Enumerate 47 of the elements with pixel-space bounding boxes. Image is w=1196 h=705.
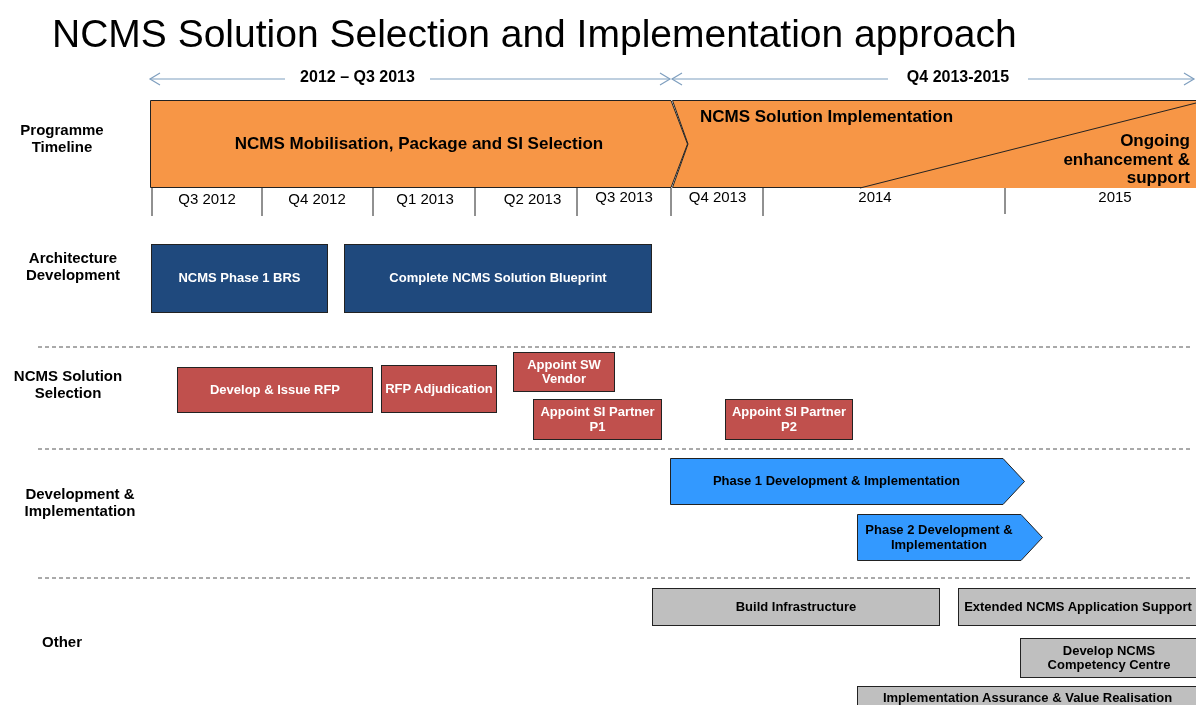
bar-label: NCMS Phase 1 BRS	[177, 271, 302, 286]
task-bar	[344, 244, 652, 313]
task-bar	[857, 686, 1196, 705]
task-bar	[533, 399, 662, 440]
bar-label: Ongoing enhancement & support	[1062, 131, 1190, 188]
arrow-bar	[857, 514, 1043, 561]
span-label: Q4 2013-2015	[888, 68, 1028, 87]
quarter-label: Q3 2013	[594, 188, 654, 206]
task-bar	[652, 588, 940, 626]
task-bar	[381, 365, 497, 413]
row-label: Programme Timeline	[19, 121, 105, 156]
task-bar	[1020, 638, 1196, 678]
row-label: Architecture Development	[24, 249, 122, 284]
row-label: Development & Implementation	[23, 485, 137, 520]
task-bar	[958, 588, 1196, 626]
quarter-label: Q1 2013	[395, 190, 455, 208]
bar-label: Appoint SI Partner P2	[730, 405, 848, 434]
bar-label: RFP Adjudication	[384, 381, 494, 397]
title: NCMS Solution Selection and Implementation approach	[52, 12, 1017, 56]
quarter-label: Q4 2012	[287, 190, 347, 208]
bar-label: NCMS Mobilisation, Package and SI Selection	[234, 134, 604, 154]
bar-label: Implementation Assurance & Value Realisation	[881, 690, 1174, 705]
span-label: 2012 – Q3 2013	[285, 68, 430, 87]
quarter-label: Q2 2013	[502, 190, 563, 208]
bar-label: Phase 2 Development & Implementation	[864, 523, 1014, 552]
bar-label: Complete NCMS Solution Blueprint	[388, 271, 608, 286]
row-label: Other	[41, 633, 83, 651]
bar-label: Appoint SW Vendor	[526, 357, 602, 387]
quarter-label: 2014	[857, 188, 893, 206]
task-bar	[513, 352, 615, 392]
bar-label: Develop NCMS Competency Centre	[1046, 643, 1172, 673]
phase-chevron	[150, 100, 688, 188]
task-bar	[725, 399, 853, 440]
arrow-bar	[670, 458, 1025, 505]
row-label: NCMS Solution Selection	[12, 367, 124, 402]
bar-label: Develop & Issue RFP	[208, 382, 341, 398]
phase-chevron	[672, 100, 1196, 188]
quarter-label: 2015	[1097, 188, 1133, 206]
task-bar	[177, 367, 373, 413]
quarter-label: Q4 2013	[687, 188, 748, 206]
bar-label: Build Infrastructure	[734, 599, 858, 615]
bar-label: Phase 1 Development & Implementation	[711, 474, 962, 489]
bar-label: Appoint SI Partner P1	[539, 405, 656, 434]
bar-label: Extended NCMS Application Support	[963, 599, 1193, 615]
bar-label: NCMS Solution Implementation	[700, 108, 954, 127]
task-bar	[151, 244, 328, 313]
quarter-label: Q3 2012	[177, 190, 237, 208]
